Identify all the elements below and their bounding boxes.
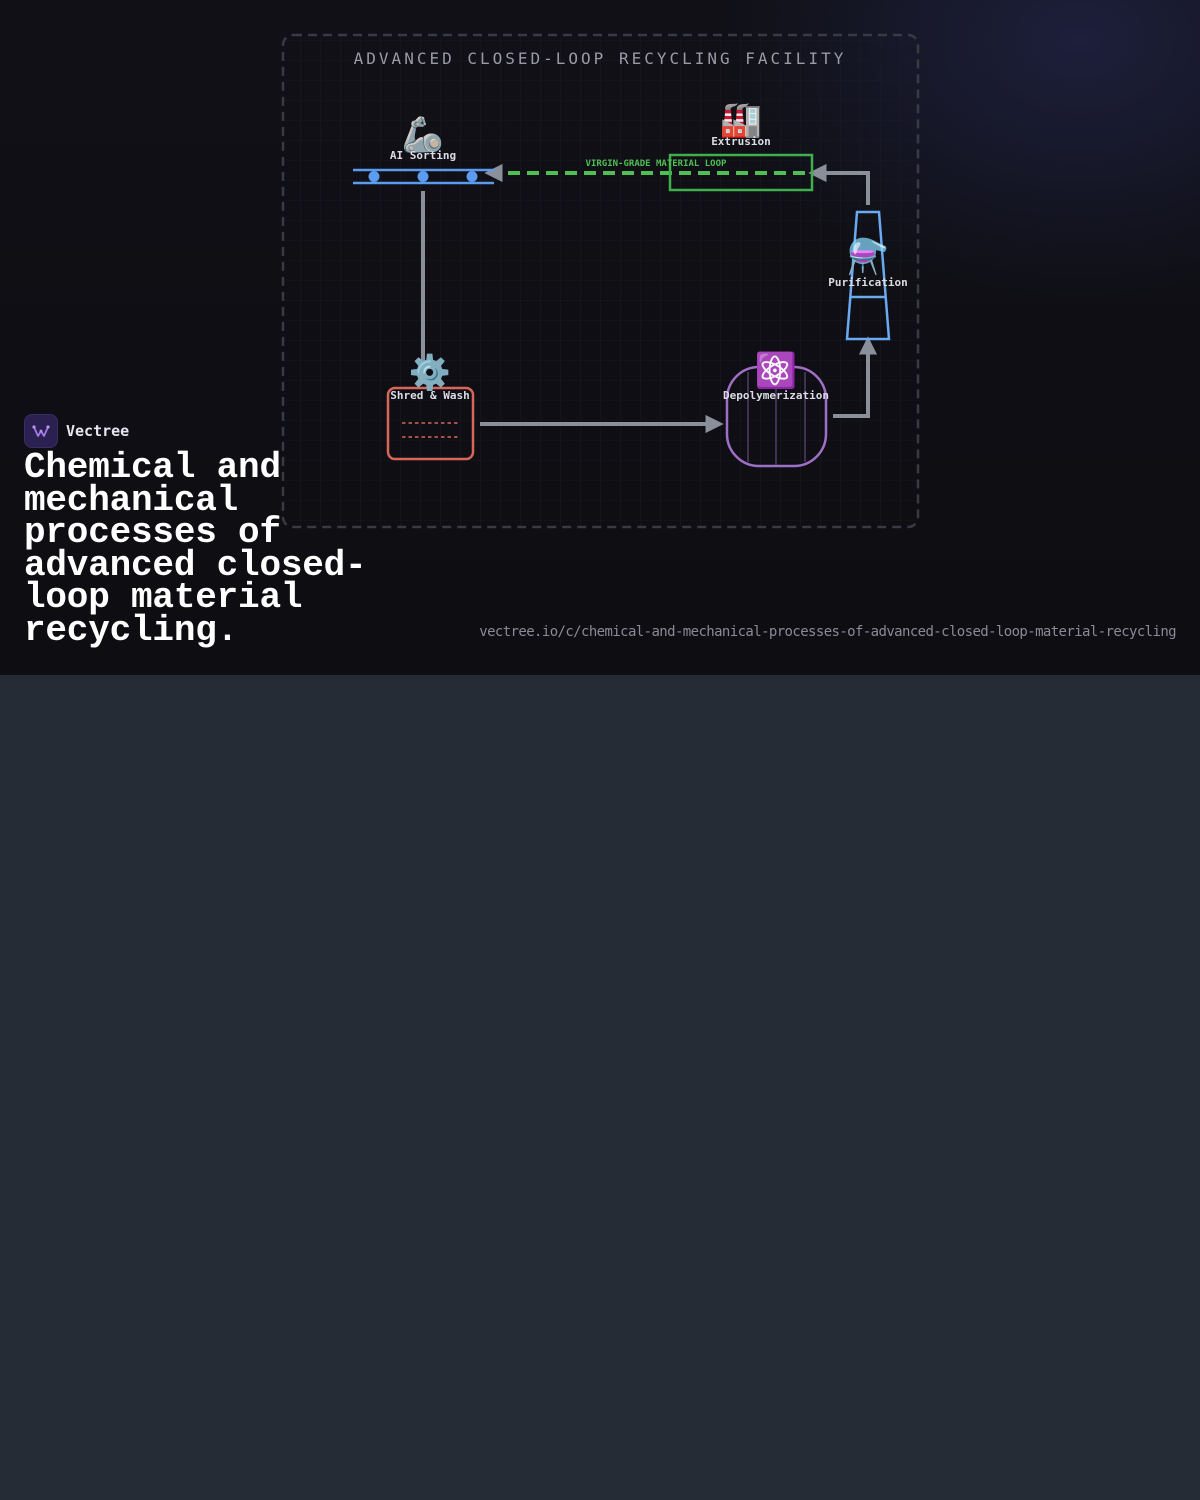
stage-label-purification: Purification [828, 276, 907, 289]
stage-extrusion: 🏭 Extrusion [668, 100, 814, 192]
flask-icon: ⚗️ [847, 237, 889, 277]
mechanical-arm-icon: 🦾 [402, 115, 444, 155]
recycling-diagram: ADVANCED CLOSED-LOOP RECYCLING FACILITY … [281, 33, 920, 529]
conveyor-roller [368, 171, 380, 182]
diagram-frame [281, 33, 920, 529]
factory-icon: 🏭 [720, 100, 762, 140]
stage-label-depolymerization: Depolymerization [723, 389, 829, 402]
flow-arrow-purify-to-extrusion [808, 163, 870, 205]
flow-arrow-depoly-to-purify [833, 336, 878, 418]
social-card: ADVANCED CLOSED-LOOP RECYCLING FACILITY … [0, 0, 1200, 675]
stage-label-ai-sorting: AI Sorting [390, 149, 456, 162]
stage-shred-wash: ⚙️ Shred & Wash [386, 353, 475, 461]
atom-icon: ⚛️ [755, 351, 797, 391]
vectree-logo-icon [24, 414, 58, 448]
stage-ai-sorting: 🦾 AI Sorting [353, 115, 494, 185]
stage-label-shred-wash: Shred & Wash [390, 389, 469, 402]
gear-icon: ⚙️ [409, 353, 451, 393]
loop-label: VIRGIN-GRADE MATERIAL LOOP [586, 159, 727, 169]
brand[interactable]: Vectree [24, 414, 129, 448]
conveyor-roller [417, 171, 429, 182]
page-url[interactable]: vectree.io/c/chemical-and-mechanical-pro… [479, 624, 1176, 640]
stage-purification: ⚗️ Purification [828, 210, 908, 341]
diagram-title: ADVANCED CLOSED-LOOP RECYCLING FACILITY [354, 49, 847, 68]
conveyor-roller [466, 171, 478, 182]
page-title: Chemical and mechanical processes of adv… [24, 447, 367, 651]
stage-label-extrusion: Extrusion [711, 135, 771, 148]
stage-depolymerization: ⚛️ Depolymerization [723, 351, 829, 468]
brand-name: Vectree [66, 422, 130, 440]
